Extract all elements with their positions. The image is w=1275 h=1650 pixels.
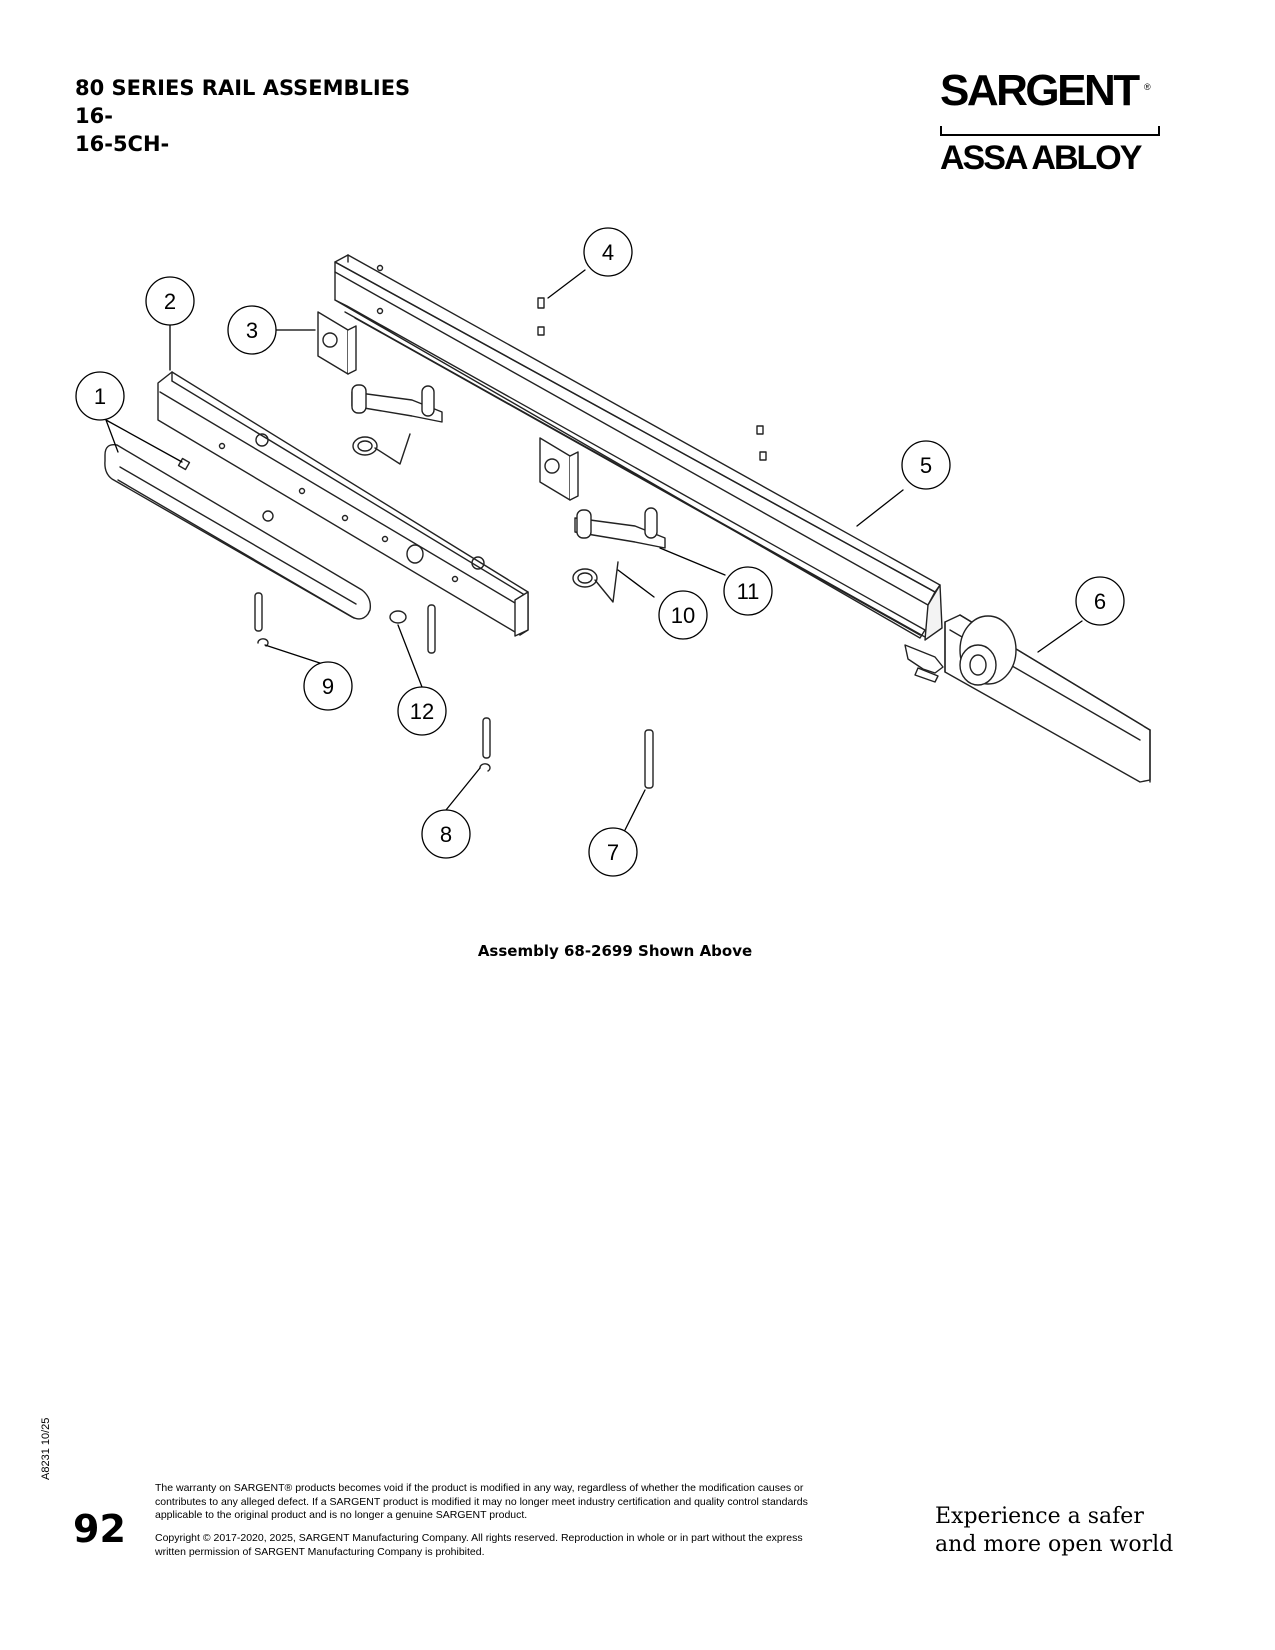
callout-3: 3 [246,318,258,343]
title-line-3: 16-5CH- [75,132,170,156]
callout-2: 2 [164,289,176,314]
lever-arms [351,384,666,549]
callout-12: 12 [410,699,434,724]
channel-rail [334,254,943,641]
page-number: 92 [73,1507,126,1551]
title-line-1: 80 SERIES RAIL ASSEMBLIES [75,76,411,100]
callout-8: 8 [440,822,452,847]
logo-bracket [940,126,1160,136]
callout-4: 4 [602,240,614,265]
copyright-notice: Copyright © 2017-2020, 2025, SARGENT Man… [155,1532,803,1558]
callout-10: 10 [671,603,695,628]
diagram-caption: Assembly 68-2699 Shown Above [477,942,753,960]
page-title: 80 SERIES RAIL ASSEMBLIES 16- 16-5CH- [75,74,410,158]
callout-6: 6 [1094,589,1106,614]
tagline-line-1: Experience a safer [935,1504,1144,1529]
callout-circles [75,227,1125,877]
mounting-brackets [317,311,579,501]
callout-9: 9 [322,674,334,699]
callout-numbers: 1 2 3 4 5 6 7 8 9 10 11 12 [94,240,1106,865]
pushbar-cover [104,444,372,620]
callout-1: 1 [94,384,106,409]
callout-5: 5 [920,453,932,478]
exploded-parts-diagram: 1 2 3 4 5 6 7 8 9 10 11 12 [75,227,1151,877]
document-code: A8231 10/25 [40,1417,52,1480]
pins [254,592,654,789]
brand-tagline: Experience a safer and more open world [935,1503,1173,1559]
assa-abloy-wordmark: ASSA ABLOY [940,139,1142,177]
end-rail-with-cylinder [904,614,1151,783]
pushbar-base [157,371,529,637]
brand-logo: SARGENT ® ASSA ABLOY [930,66,1160,178]
callout-7: 7 [607,840,619,865]
registered-mark: ® [1144,82,1151,92]
title-line-2: 16- [75,104,113,128]
screws [537,297,767,461]
tagline-line-2: and more open world [935,1532,1174,1557]
torsion-springs [352,433,619,603]
callout-11: 11 [737,579,760,604]
sargent-wordmark: SARGENT [940,66,1140,115]
warranty-notice: The warranty on SARGENT® products become… [155,1482,808,1521]
